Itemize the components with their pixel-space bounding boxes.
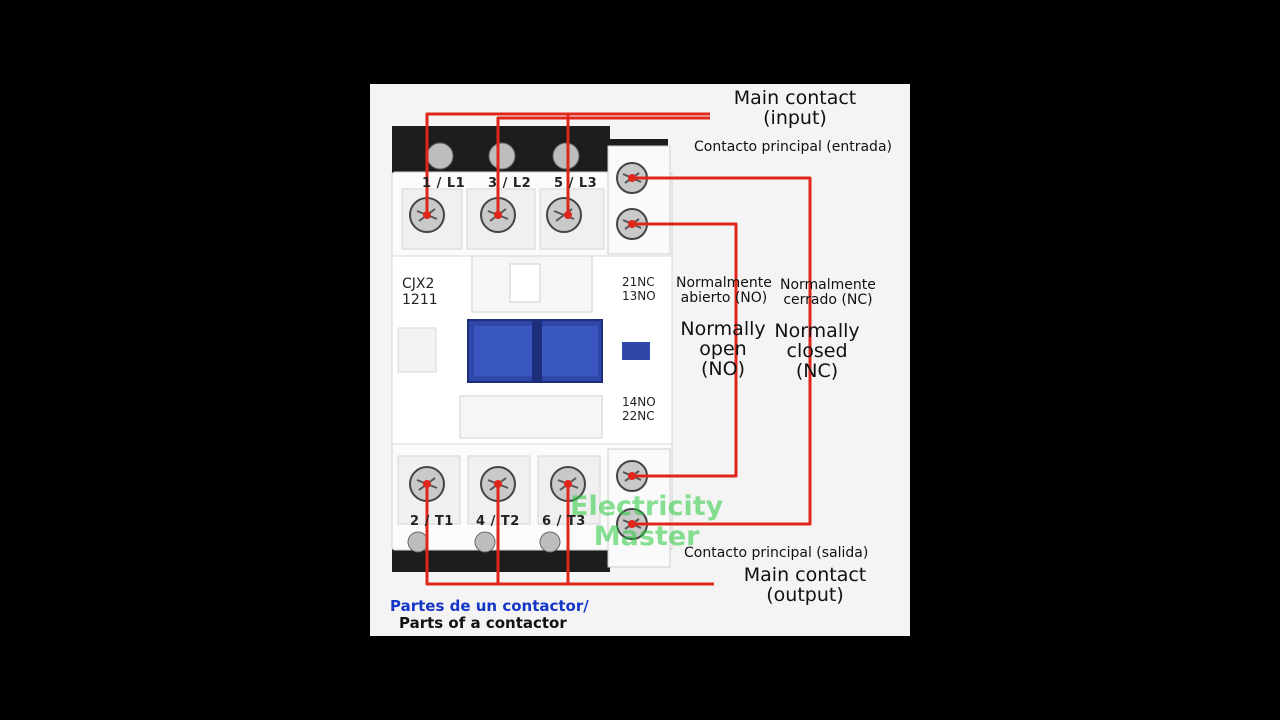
leader-no <box>632 222 738 478</box>
label-main-input-es: Contacto principal (entrada) <box>694 139 892 155</box>
label-main-output-es: Contacto principal (salida) <box>684 545 869 561</box>
aux-bottom-marking-2: 22NC <box>622 408 655 423</box>
indicator-window <box>622 342 650 360</box>
model-line-2: 1211 <box>402 292 438 309</box>
test-button-left <box>474 326 532 376</box>
label-window <box>397 327 437 373</box>
label-nc-es: Normalmente cerrado (NC) <box>780 278 876 307</box>
leader-lines <box>425 112 812 586</box>
label-main-input-line-2: (input) <box>763 106 827 129</box>
watermark-line-1: Electricity <box>570 491 724 522</box>
label-main-output-line-2: (output) <box>766 583 844 606</box>
test-button-right <box>542 326 598 376</box>
label-nc: Normally closed (NC) <box>770 320 864 382</box>
contactor-drawing <box>391 112 812 586</box>
label-no: Normally open (NO) <box>678 318 768 380</box>
label-no-es: Normalmente abierto (NO) <box>676 276 772 305</box>
slot-window <box>509 263 541 303</box>
label-nc-line-1: Normally <box>774 320 860 342</box>
watermark-line-2: Master <box>593 520 700 552</box>
label-no-es-line-1: Normalmente <box>676 275 772 291</box>
label-nc-es-line-2: cerrado (NC) <box>783 291 873 308</box>
aux-top-marking: 21NC 13NO <box>622 275 656 304</box>
label-nc-line-2: closed <box>786 339 848 362</box>
leader-main-input-2 <box>496 116 710 215</box>
caption-es: Partes de un contactor/ <box>390 597 589 615</box>
aux-top-marking-2: 13NO <box>622 288 656 303</box>
screw-top-behind <box>426 142 580 170</box>
test-button-divider <box>532 320 542 382</box>
label-main-input-line-1: Main contact <box>733 87 857 109</box>
leader-nc <box>632 176 812 526</box>
terminal-label-t3: 6 / T3 <box>542 514 586 529</box>
terminal-label-t2: 4 / T2 <box>476 514 520 529</box>
terminal-label-l1: 1 / L1 <box>422 176 466 191</box>
terminal-label-t1: 2 / T1 <box>410 514 454 529</box>
terminal-label-l3: 5 / L3 <box>554 176 598 191</box>
label-no-es-line-2: abierto (NO) <box>680 289 768 306</box>
leader-main-output-1 <box>425 484 714 586</box>
label-no-line-2: open <box>699 337 747 360</box>
label-no-line-1: Normally <box>680 318 766 340</box>
lower-slot <box>459 395 603 439</box>
diagram-panel: 1 / L1 3 / L2 5 / L3 2 / T1 4 / T2 6 / T… <box>370 84 910 636</box>
model-line-1: CJX2 <box>402 276 435 292</box>
aux-top-marking-1: 21NC <box>622 275 655 289</box>
leader-main-input-1 <box>425 112 710 215</box>
label-nc-es-line-1: Normalmente <box>780 277 876 293</box>
label-no-line-3: (NO) <box>701 357 745 380</box>
aux-bottom-marking: 14NO 22NC <box>622 395 656 424</box>
screw-bottom-behind <box>407 531 561 553</box>
aux-bottom-marking-1: 14NO <box>622 395 656 409</box>
label-main-output-line-1: Main contact <box>743 564 867 586</box>
label-nc-line-3: (NC) <box>795 359 839 382</box>
watermark: Electricity Master <box>570 492 723 551</box>
model-number: CJX2 1211 <box>402 276 438 308</box>
label-main-input: Main contact (input) <box>720 87 870 129</box>
terminal-label-l2: 3 / L2 <box>488 176 532 191</box>
leader-dots <box>423 174 636 528</box>
label-main-output: Main contact (output) <box>730 564 880 606</box>
caption-en: Parts of a contactor <box>399 614 567 632</box>
